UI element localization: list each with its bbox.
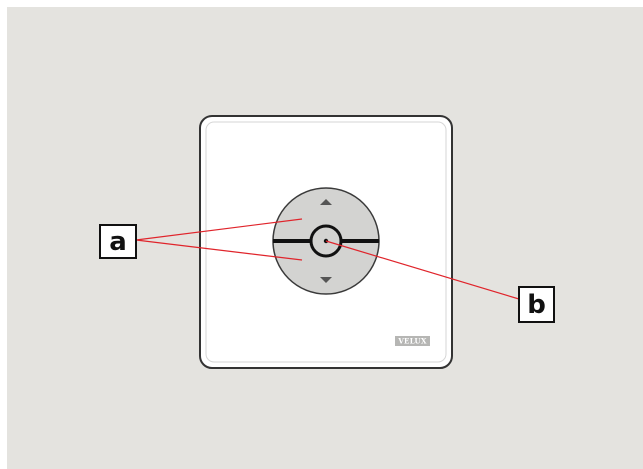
callout-a-label: a <box>109 227 127 257</box>
brand-logo-text: VELUX <box>397 337 427 346</box>
callout-b: b <box>519 287 554 322</box>
callout-a: a <box>100 225 136 258</box>
callout-b-label: b <box>527 290 546 320</box>
brand-badge: VELUX <box>395 336 430 346</box>
